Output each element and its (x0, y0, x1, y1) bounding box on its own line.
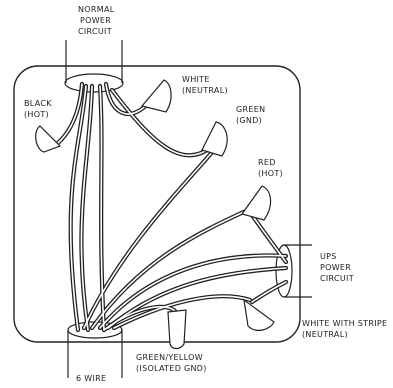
white-wire-nut (140, 79, 172, 113)
white-label-1: WHITE (182, 75, 210, 84)
green-label-2: (GND) (236, 116, 262, 125)
white-stripe-wire-nut (243, 298, 275, 331)
normal-power-label-3: CIRCUIT (78, 27, 112, 36)
green-label-1: GREEN (236, 105, 265, 114)
red-label-2: (HOT) (258, 169, 283, 178)
top-conduit-opening (64, 73, 124, 93)
black-label-1: BLACK (24, 99, 52, 108)
black-label-2: (HOT) (24, 110, 49, 119)
normal-power-label-2: POWER (80, 16, 111, 25)
wire-bundle (55, 81, 289, 333)
six-wire-label: 6 WIRE (76, 374, 106, 383)
white-stripe-label-2: (NEUTRAL) (302, 330, 348, 339)
white-label-2: (NEUTRAL) (182, 86, 228, 95)
green-wire-nut (201, 121, 228, 157)
green-yellow-label-2: (ISOLATED GND) (136, 364, 207, 373)
ups-label-1: UPS (320, 252, 337, 261)
green-yellow-wire-nut (167, 309, 187, 350)
ups-label-3: CIRCUIT (320, 274, 354, 283)
junction-box (13, 65, 301, 343)
black-wire-nut (35, 125, 62, 153)
red-wire-nut (241, 185, 272, 221)
green-yellow-label-1: GREEN/YELLOW (136, 353, 203, 362)
normal-power-label-1: NORMAL (78, 5, 115, 14)
ups-label-2: POWER (320, 263, 351, 272)
red-label-1: RED (258, 158, 276, 167)
white-stripe-label-1: WHITE WITH STRIPE (302, 319, 387, 328)
